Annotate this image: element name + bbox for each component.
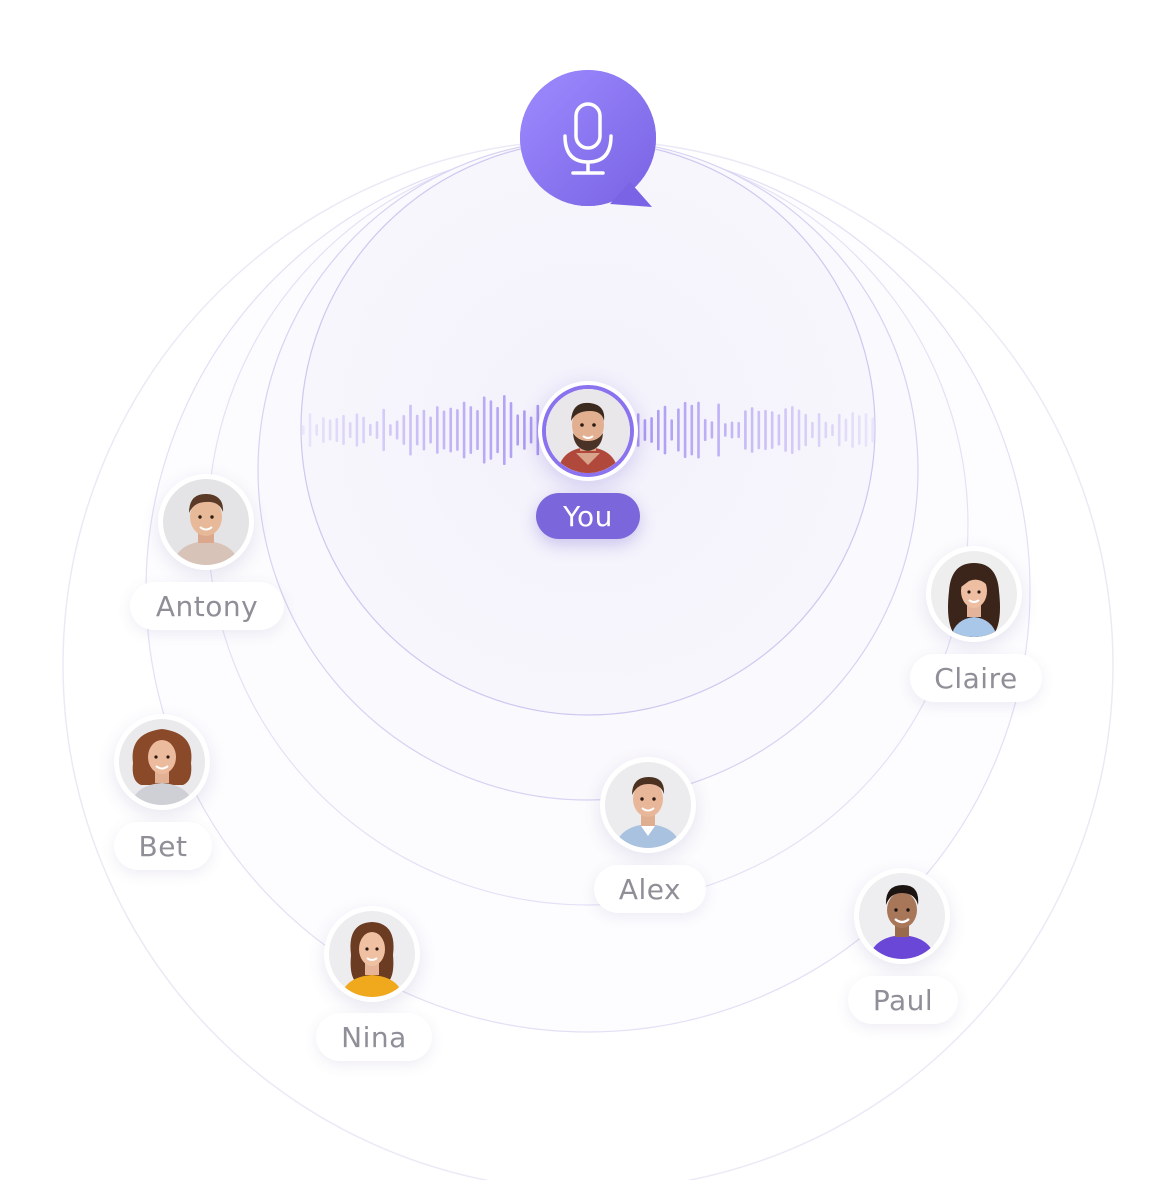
waveform-bar bbox=[429, 416, 432, 444]
waveform-bar bbox=[804, 413, 807, 447]
waveform-bar bbox=[871, 417, 874, 443]
waveform-bar bbox=[476, 410, 479, 450]
participant-name-antony: Antony bbox=[130, 582, 284, 630]
waveform-bar bbox=[844, 418, 848, 442]
waveform-bar bbox=[797, 409, 801, 451]
waveform-bar bbox=[858, 415, 861, 445]
waveform-bar bbox=[677, 408, 680, 452]
person-antony-photo bbox=[163, 479, 249, 565]
waveform-bar bbox=[362, 416, 365, 444]
waveform-bar bbox=[369, 423, 372, 436]
waveform-bar bbox=[764, 409, 767, 451]
waveform-bar bbox=[791, 406, 794, 454]
avatar-claire[interactable] bbox=[926, 546, 1022, 642]
waveform-bar bbox=[436, 406, 439, 454]
waveform-bar bbox=[375, 421, 379, 439]
participant-name-alex: Alex bbox=[594, 865, 706, 913]
waveform-bar bbox=[831, 424, 834, 436]
waveform-bar bbox=[348, 422, 352, 438]
waveform-bar bbox=[784, 408, 787, 452]
voice-chat-button[interactable] bbox=[520, 70, 658, 208]
waveform-bar bbox=[315, 424, 318, 436]
avatar-bet[interactable] bbox=[114, 714, 210, 810]
waveform-bar bbox=[663, 405, 667, 455]
waveform-bar bbox=[422, 409, 426, 451]
avatar-nina[interactable] bbox=[324, 906, 420, 1002]
waveform-bar bbox=[469, 406, 473, 454]
waveform-bar bbox=[811, 421, 814, 439]
audio-waveform bbox=[302, 395, 874, 465]
waveform-bar bbox=[449, 407, 452, 453]
avatar-you[interactable] bbox=[538, 381, 638, 481]
avatar-alex[interactable] bbox=[600, 757, 696, 853]
waveform-bar bbox=[824, 421, 828, 439]
waveform-bar bbox=[308, 413, 312, 447]
waveform-bar bbox=[489, 400, 493, 460]
waveform-bar bbox=[335, 418, 339, 443]
waveform-bar bbox=[744, 410, 747, 450]
waveform-bar bbox=[529, 416, 533, 444]
waveform-bar bbox=[657, 409, 660, 451]
waveform-bar bbox=[750, 407, 754, 453]
waveform-bar bbox=[837, 413, 841, 447]
person-bet-photo bbox=[119, 719, 205, 805]
waveform-bar bbox=[496, 406, 499, 454]
microphone-icon bbox=[520, 70, 656, 207]
waveform-bar bbox=[724, 423, 727, 437]
waveform-bar bbox=[683, 401, 687, 459]
waveform-bar bbox=[462, 401, 466, 459]
waveform-bar bbox=[777, 414, 781, 446]
waveform-bar bbox=[636, 413, 640, 447]
waveform-bar bbox=[851, 412, 854, 448]
waveform-bar bbox=[402, 415, 406, 445]
waveform-bar bbox=[442, 410, 446, 450]
person-you-photo bbox=[546, 389, 630, 473]
avatar-paul[interactable] bbox=[854, 868, 950, 964]
waveform-bar bbox=[355, 413, 359, 447]
waveform-bar bbox=[409, 404, 412, 456]
waveform-bar bbox=[322, 417, 325, 443]
waveform-bar bbox=[643, 419, 647, 441]
waveform-bar bbox=[523, 410, 526, 450]
waveform-bar bbox=[302, 425, 305, 435]
waveform-bar bbox=[697, 401, 700, 459]
waveform-bar bbox=[690, 404, 694, 456]
waveform-bar bbox=[328, 419, 332, 441]
participant-name-nina: Nina bbox=[316, 1013, 432, 1061]
participant-name-paul: Paul bbox=[848, 976, 958, 1024]
waveform-bar bbox=[503, 395, 506, 465]
waveform-bar bbox=[482, 396, 486, 464]
waveform-bar bbox=[737, 421, 740, 439]
waveform-bar bbox=[817, 413, 821, 447]
person-claire-photo bbox=[931, 551, 1017, 637]
waveform-bar bbox=[456, 409, 459, 451]
waveform-bar bbox=[395, 420, 399, 440]
waveform-bar bbox=[757, 410, 761, 450]
waveform-bar bbox=[770, 411, 774, 449]
waveform-bar bbox=[717, 403, 720, 457]
waveform-bar bbox=[710, 421, 714, 439]
person-alex-photo bbox=[605, 762, 691, 848]
waveform-bar bbox=[342, 414, 345, 445]
you-label: You bbox=[536, 493, 640, 539]
waveform-bar bbox=[389, 424, 392, 436]
avatar-antony[interactable] bbox=[158, 474, 254, 570]
waveform-bar bbox=[864, 413, 868, 447]
waveform-bar bbox=[509, 402, 513, 459]
waveform-bar bbox=[670, 419, 673, 441]
waveform-bar bbox=[703, 419, 707, 442]
person-paul-photo bbox=[859, 873, 945, 959]
waveform-bar bbox=[516, 414, 519, 446]
person-nina-photo bbox=[329, 911, 415, 997]
waveform-bar bbox=[382, 408, 385, 452]
waveform-bar bbox=[650, 417, 653, 443]
participant-name-bet: Bet bbox=[114, 822, 212, 870]
participant-name-claire: Claire bbox=[910, 654, 1042, 702]
waveform-bar bbox=[415, 414, 419, 446]
waveform-bar bbox=[730, 421, 734, 439]
